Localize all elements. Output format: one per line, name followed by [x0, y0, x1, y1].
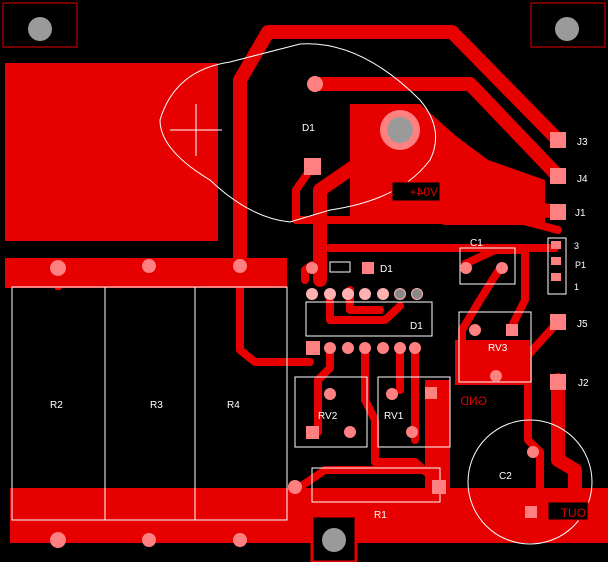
rv2-label: RV2: [318, 411, 338, 422]
d1-silk-outline: [159, 43, 437, 223]
component-outlines: [294, 237, 593, 545]
j3-label: J3: [577, 137, 588, 148]
p1-pin3-label: 3: [574, 241, 579, 251]
j4-label: J4: [577, 174, 588, 185]
mount-hole-top-left: [2, 2, 78, 48]
c2-label: C2: [499, 471, 512, 482]
pads: [50, 76, 566, 548]
out-plate: [547, 501, 589, 521]
mount-hole-bottom: [310, 514, 358, 562]
r2-label: R2: [50, 400, 63, 411]
v40-mirrored-label: V04+: [410, 185, 438, 199]
r4-label: R4: [227, 400, 240, 411]
p1-label: P1: [575, 260, 586, 270]
rv1-label: RV1: [384, 411, 404, 422]
resistor-outlines: [11, 286, 441, 521]
ic-top-row-pads: [306, 288, 423, 300]
gnd-mirrored-label: GND: [460, 394, 487, 408]
c1-label: C1: [470, 238, 483, 249]
mount-hole-top-right: [530, 2, 606, 48]
copper-pour-top-left: [5, 63, 218, 241]
trace-group-thick: [233, 25, 582, 537]
j1-label: J1: [575, 208, 586, 219]
d1-diode-label: D1: [380, 264, 393, 275]
j5-label: J5: [577, 319, 588, 330]
d1-ic-label: D1: [410, 321, 423, 332]
trace-group-medium: [236, 163, 562, 524]
j2-label: J2: [578, 378, 589, 389]
v40-plate: [391, 181, 441, 202]
p1-pin1-label: 1: [574, 282, 579, 292]
out-mirrored-label: OUT: [560, 506, 586, 520]
rv3-label: RV3: [488, 343, 508, 354]
r1-label: R1: [374, 510, 387, 521]
d1-main-label: D1: [302, 123, 315, 134]
power-pad: [380, 110, 420, 150]
r3-label: R3: [150, 400, 163, 411]
ic-top-row-holes: [395, 289, 422, 299]
